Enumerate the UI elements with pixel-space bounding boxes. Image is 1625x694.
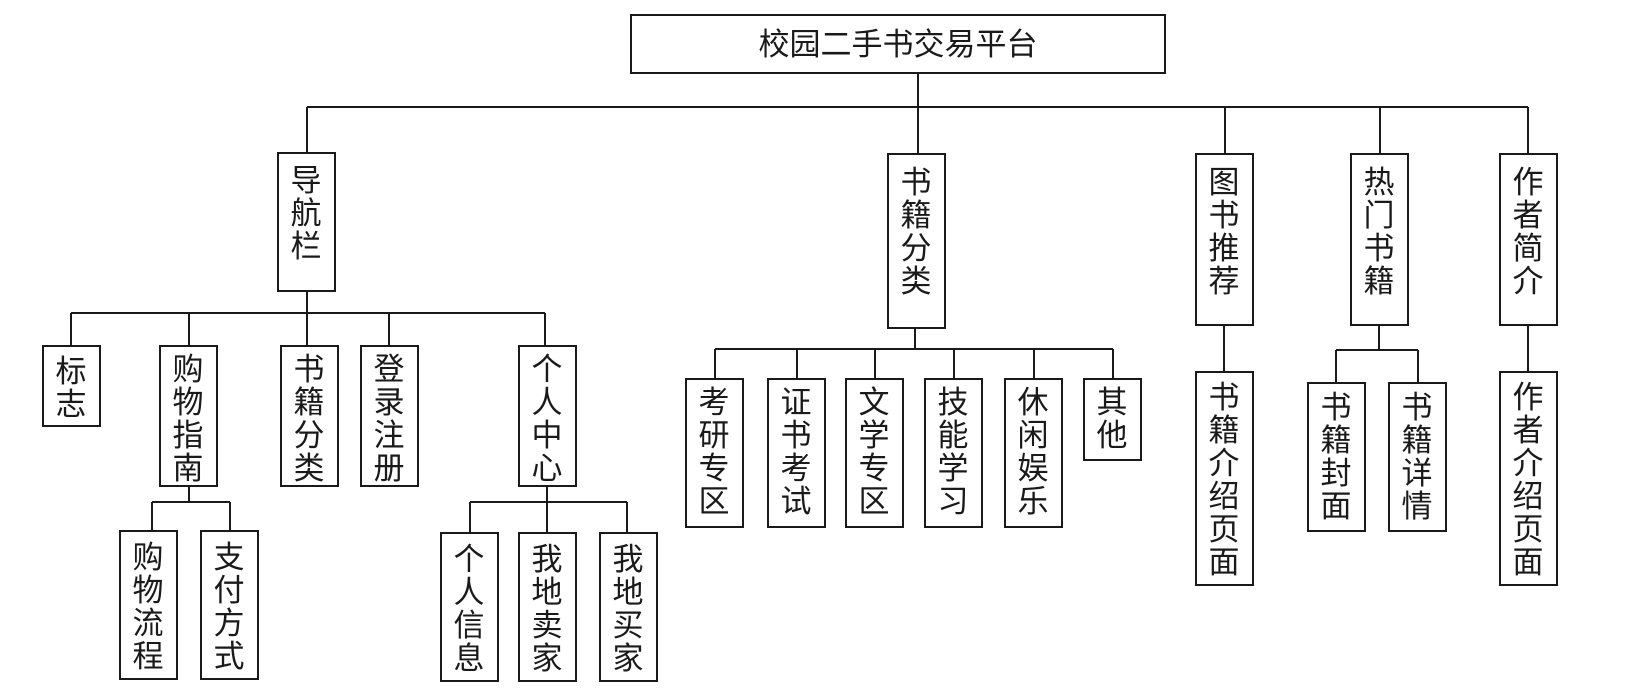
node-cat-skill-label: 技能学习: [938, 385, 969, 520]
node-cat-cert-label: 证书考试: [781, 385, 812, 520]
node-recommend: 图书推荐: [1195, 153, 1254, 326]
node-guide-flow: 购物流程: [119, 530, 178, 680]
node-nav-guide-label: 购物指南: [173, 352, 204, 487]
node-cat-other: 其他: [1083, 378, 1142, 461]
node-author-label: 作者简介: [1513, 165, 1544, 300]
root-label: 校园二手书交易平台: [759, 27, 1038, 63]
node-author-intro: 作者介绍页面: [1499, 371, 1558, 586]
node-personal-info-label: 个人信息: [454, 542, 485, 677]
node-cat-exam-label: 考研专区: [699, 385, 730, 520]
node-hot-cover-label: 书籍封面: [1321, 390, 1352, 525]
node-hot: 热门书籍: [1350, 153, 1409, 326]
node-cat-leisure-label: 休闲娱乐: [1018, 385, 1049, 520]
node-nav-login: 登录注册: [360, 345, 419, 487]
node-nav-logo-label: 标志: [56, 354, 87, 423]
node-guide-pay-label: 支付方式: [214, 540, 245, 675]
node-hot-detail-label: 书籍详情: [1402, 390, 1433, 525]
root-node: 校园二手书交易平台: [630, 14, 1166, 74]
node-personal-seller-label: 我地卖家: [532, 542, 563, 677]
node-nav-category: 书籍分类: [280, 345, 339, 487]
node-cat-skill: 技能学习: [924, 378, 983, 528]
node-nav: 导航栏: [277, 152, 336, 292]
node-recommend-label: 图书推荐: [1209, 165, 1240, 300]
node-rec-intro: 书籍介绍页面: [1195, 371, 1254, 586]
node-author: 作者简介: [1499, 153, 1558, 326]
node-personal-info: 个人信息: [440, 532, 499, 682]
node-nav-personal: 个人中心: [518, 345, 577, 487]
node-personal-buyer-label: 我地买家: [613, 542, 644, 677]
node-hot-label: 热门书籍: [1364, 165, 1395, 300]
node-nav-logo: 标志: [42, 345, 101, 427]
node-nav-personal-label: 个人中心: [532, 352, 563, 487]
node-cat-exam: 考研专区: [685, 378, 744, 528]
node-guide-flow-label: 购物流程: [133, 540, 164, 675]
node-cat-leisure: 休闲娱乐: [1004, 378, 1063, 528]
node-hot-detail: 书籍详情: [1388, 382, 1447, 532]
node-cat-lit-label: 文学专区: [859, 385, 890, 520]
node-hot-cover: 书籍封面: [1307, 382, 1366, 532]
node-category-label: 书籍分类: [901, 165, 932, 300]
node-author-intro-label: 作者介绍页面: [1513, 380, 1544, 581]
node-cat-other-label: 其他: [1097, 385, 1128, 454]
node-nav-category-label: 书籍分类: [294, 352, 325, 487]
node-nav-login-label: 登录注册: [374, 352, 405, 487]
node-category: 书籍分类: [887, 153, 946, 329]
node-guide-pay: 支付方式: [200, 530, 259, 680]
node-cat-cert: 证书考试: [767, 378, 826, 528]
node-personal-seller: 我地卖家: [518, 532, 577, 682]
node-cat-lit: 文学专区: [845, 378, 904, 528]
node-personal-buyer: 我地买家: [599, 532, 658, 682]
node-rec-intro-label: 书籍介绍页面: [1209, 380, 1240, 581]
connectors: [70, 73, 1529, 533]
node-nav-guide: 购物指南: [159, 345, 218, 487]
node-nav-label: 导航栏: [291, 163, 322, 265]
